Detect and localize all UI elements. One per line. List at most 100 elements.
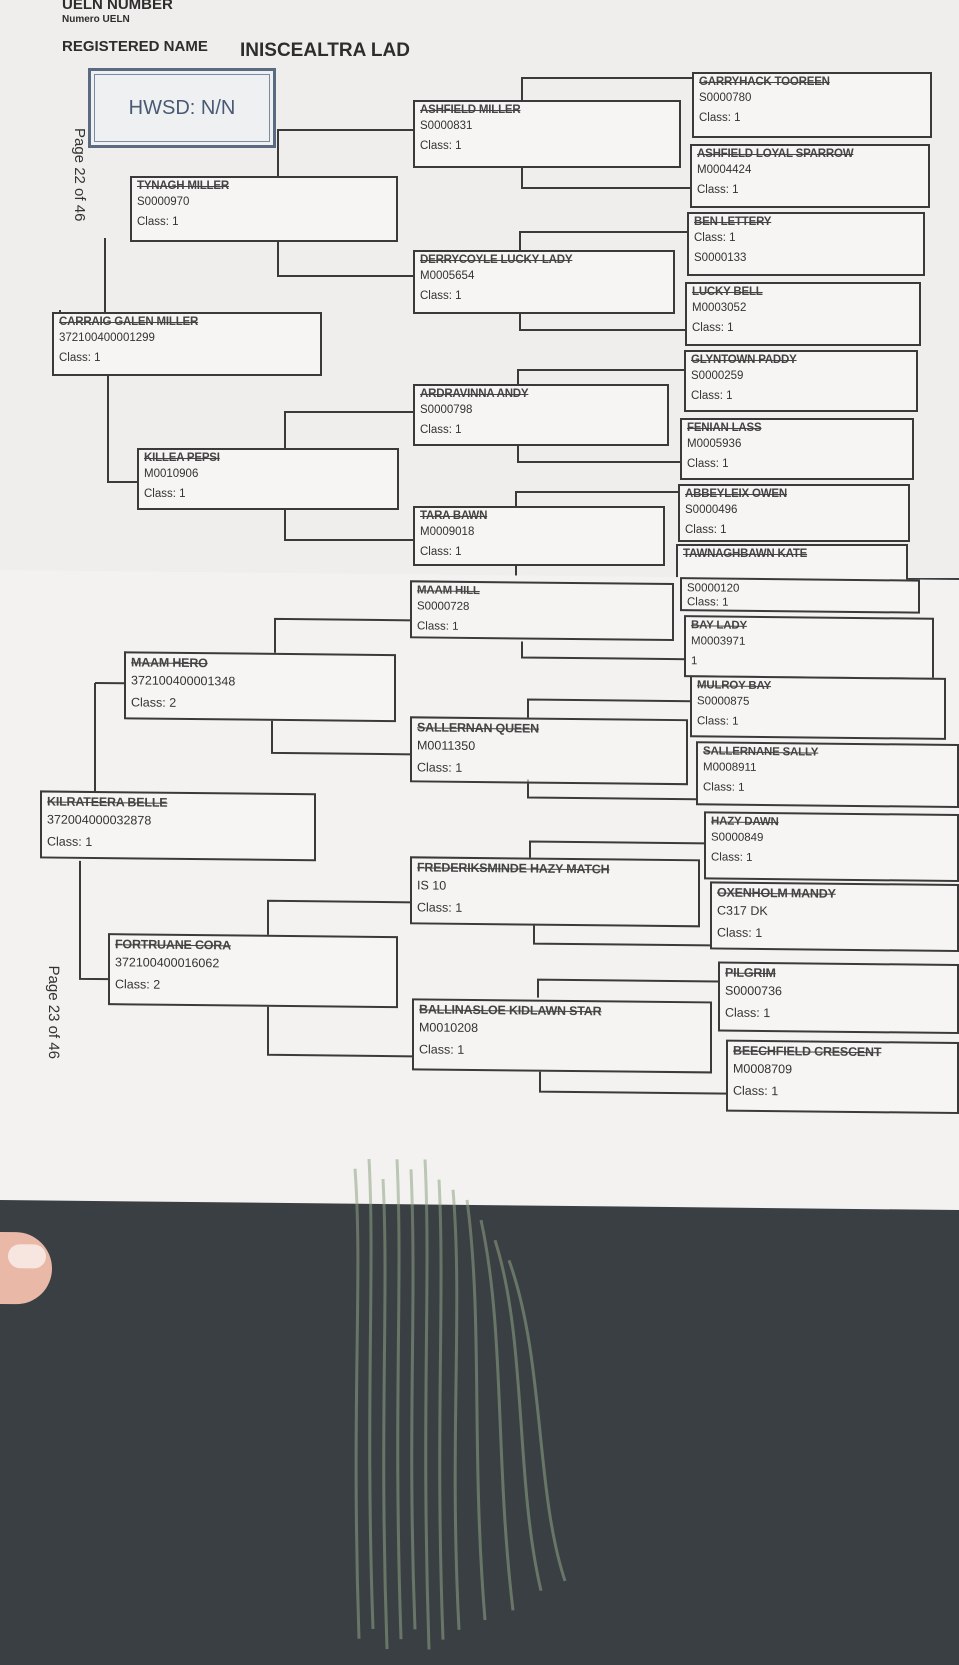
horse-name: DERRYCOYLE LUCKY LADY <box>420 254 573 266</box>
pedigree-box-dam: FORTRUANE CORA 372100400016062 Class: 2 <box>108 933 398 1009</box>
horse-line: M0003052 <box>692 302 747 314</box>
horse-id: M0005654 <box>420 270 475 282</box>
horse-line: M0008911 <box>703 761 757 774</box>
pedigree-box-horse: CARRAIG GALEN MILLER 372100400001299 Cla… <box>52 312 322 376</box>
bleed-through-marks <box>353 1158 567 1650</box>
pedigree-box-gen3: BEECHFIELD CRESCENT M0008709 Class: 1 <box>726 1039 959 1115</box>
registered-name: INISCEALTRA LAD <box>240 40 410 61</box>
horse-id: S0000970 <box>137 196 190 208</box>
pedigree-page-top: UELN NUMBER Numero UELN REGISTERED NAME … <box>0 0 959 584</box>
horse-name: ABBEYLEIX OWEN <box>685 488 787 500</box>
page-number-bottom: Page 23 of 46 <box>45 965 62 1060</box>
pedigree-box-gen3: FENIAN LASS M0005936 Class: 1 <box>680 418 914 480</box>
horse-line: M0008709 <box>733 1061 793 1077</box>
horse-name: ARDRAVINNA ANDY <box>420 388 529 400</box>
horse-id: M0010208 <box>419 1020 479 1036</box>
horse-line: Class: 1 <box>725 1005 771 1021</box>
horse-class: Class: 1 <box>420 140 462 152</box>
pedigree-box-gen3: PILGRIM S0000736 Class: 1 <box>718 961 959 1035</box>
horse-name: GARRYHACK TOOREEN <box>699 76 830 88</box>
pedigree-box-sire: MAAM HERO 372100400001348 Class: 2 <box>124 651 396 723</box>
pedigree-box-gen3: GARRYHACK TOOREEN S0000780 Class: 1 <box>692 72 932 138</box>
horse-line: C317 DK <box>717 903 768 919</box>
pedigree-box-sd: SALLERNAN QUEEN M0011350 Class: 1 <box>410 716 688 786</box>
horse-name: ASHFIELD LOYAL SPARROW <box>697 148 854 160</box>
horse-id: S0000728 <box>417 600 470 613</box>
horse-line: Class: 1 <box>687 596 729 609</box>
horse-name: TAWNAGHBAWN KATE <box>683 548 808 560</box>
pedigree-box-gen3: S0000120 Class: 1 <box>680 577 920 614</box>
horse-line: Class: 1 <box>733 1083 779 1099</box>
pedigree-box-dam: KILLEA PEPSI M0010906 Class: 1 <box>137 448 399 510</box>
pedigree-box-gen3: SALLERNANE SALLY M0008911 Class: 1 <box>696 741 959 809</box>
pedigree-box-gen3: BEN LETTERY Class: 1 S0000133 <box>687 212 925 276</box>
horse-id: M0011350 <box>417 738 476 753</box>
horse-name: LUCKY BELL <box>692 286 763 298</box>
horse-id: 372100400016062 <box>115 955 220 971</box>
pedigree-box-gen3: GLYNTOWN PADDY S0000259 Class: 1 <box>684 350 918 412</box>
horse-name: TARA BAWN <box>420 510 488 522</box>
horse-class: Class: 1 <box>417 900 463 915</box>
horse-class: Class: 1 <box>144 488 186 500</box>
horse-line: Class: 1 <box>697 715 739 728</box>
horse-name: ASHFIELD MILLER <box>420 104 521 116</box>
horse-name: KILLEA PEPSI <box>144 452 220 464</box>
horse-line: 1 <box>691 655 698 668</box>
horse-class: Class: 1 <box>420 290 462 302</box>
pedigree-page-bottom: Page 23 of 46 MAAM HERO 372100400001348 … <box>0 570 959 1650</box>
horse-class: Class: 1 <box>420 424 462 436</box>
horse-name: GLYNTOWN PADDY <box>691 354 797 366</box>
pedigree-box-dd: TARA BAWN M0009018 Class: 1 <box>413 506 665 566</box>
horse-line: M0004424 <box>697 164 752 176</box>
horse-line: Class: 1 <box>694 232 736 244</box>
pedigree-box-gen3: MULROY BAY S0000875 Class: 1 <box>690 675 946 740</box>
horse-line: S0000849 <box>711 831 764 844</box>
horse-line: S0000736 <box>725 983 783 999</box>
horse-name: FENIAN LASS <box>687 422 762 434</box>
pedigree-box-ss: ASHFIELD MILLER S0000831 Class: 1 <box>413 100 681 168</box>
hwsd-stamp: HWSD: N/N <box>88 68 276 148</box>
pedigree-box-gen3: LUCKY BELL M0003052 Class: 1 <box>685 282 921 346</box>
horse-class: Class: 2 <box>115 977 161 992</box>
horse-class: Class: 1 <box>420 546 462 558</box>
thumb <box>0 1231 52 1305</box>
horse-name: BEN LETTERY <box>694 216 772 228</box>
pedigree-box-gen3: ABBEYLEIX OWEN S0000496 Class: 1 <box>678 484 910 542</box>
horse-class: Class: 1 <box>137 216 179 228</box>
horse-class: Class: 1 <box>417 760 463 775</box>
horse-line: Class: 1 <box>685 524 727 536</box>
ueln-label: UELN NUMBER <box>62 0 173 13</box>
horse-line: S0000496 <box>685 504 738 516</box>
horse-line: S0000780 <box>699 92 752 104</box>
horse-class: Class: 2 <box>131 695 177 710</box>
pedigree-box-ds: ARDRAVINNA ANDY S0000798 Class: 1 <box>413 384 669 446</box>
horse-name: CARRAIG GALEN MILLER <box>59 316 199 328</box>
horse-line: Class: 1 <box>699 112 741 124</box>
horse-class: Class: 1 <box>59 352 101 364</box>
horse-line: S0000133 <box>694 252 747 264</box>
horse-class: Class: 1 <box>47 834 93 849</box>
pedigree-box-sd: DERRYCOYLE LUCKY LADY M0005654 Class: 1 <box>413 250 675 314</box>
ueln-sublabel: Numero UELN <box>62 14 130 25</box>
horse-name: FREDERIKSMINDE HAZY MATCH <box>417 860 610 877</box>
pedigree-box-gen3: OXENHOLM MANDY C317 DK Class: 1 <box>710 881 959 953</box>
pedigree-box-gen3: BAY LADY M0003971 1 <box>684 615 934 680</box>
horse-id: 372100400001299 <box>59 332 155 344</box>
horse-id: 372100400001348 <box>131 673 236 689</box>
horse-id: M0010906 <box>144 468 199 480</box>
horse-id: S0000798 <box>420 404 473 416</box>
horse-class: Class: 1 <box>417 620 459 633</box>
horse-line: S0000259 <box>691 370 744 382</box>
pedigree-box-ds: FREDERIKSMINDE HAZY MATCH IS 10 Class: 1 <box>410 856 700 928</box>
horse-id: M0009018 <box>420 526 475 538</box>
horse-line: Class: 1 <box>703 781 745 794</box>
horse-line: Class: 1 <box>691 390 733 402</box>
pedigree-connector-lines-bottom <box>79 617 728 1095</box>
horse-line: Class: 1 <box>687 458 729 470</box>
horse-line: Class: 1 <box>711 851 753 864</box>
horse-line: Class: 1 <box>692 322 734 334</box>
pedigree-box-gen3: HAZY DAWN S0000849 Class: 1 <box>704 811 959 883</box>
pedigree-connector-lines-top <box>59 77 692 578</box>
pedigree-box-dd: BALLINASLOE KIDLAWN STAR M0010208 Class:… <box>412 998 712 1074</box>
pedigree-box-horse: KILRATEERA BELLE 372004000032878 Class: … <box>40 790 316 862</box>
